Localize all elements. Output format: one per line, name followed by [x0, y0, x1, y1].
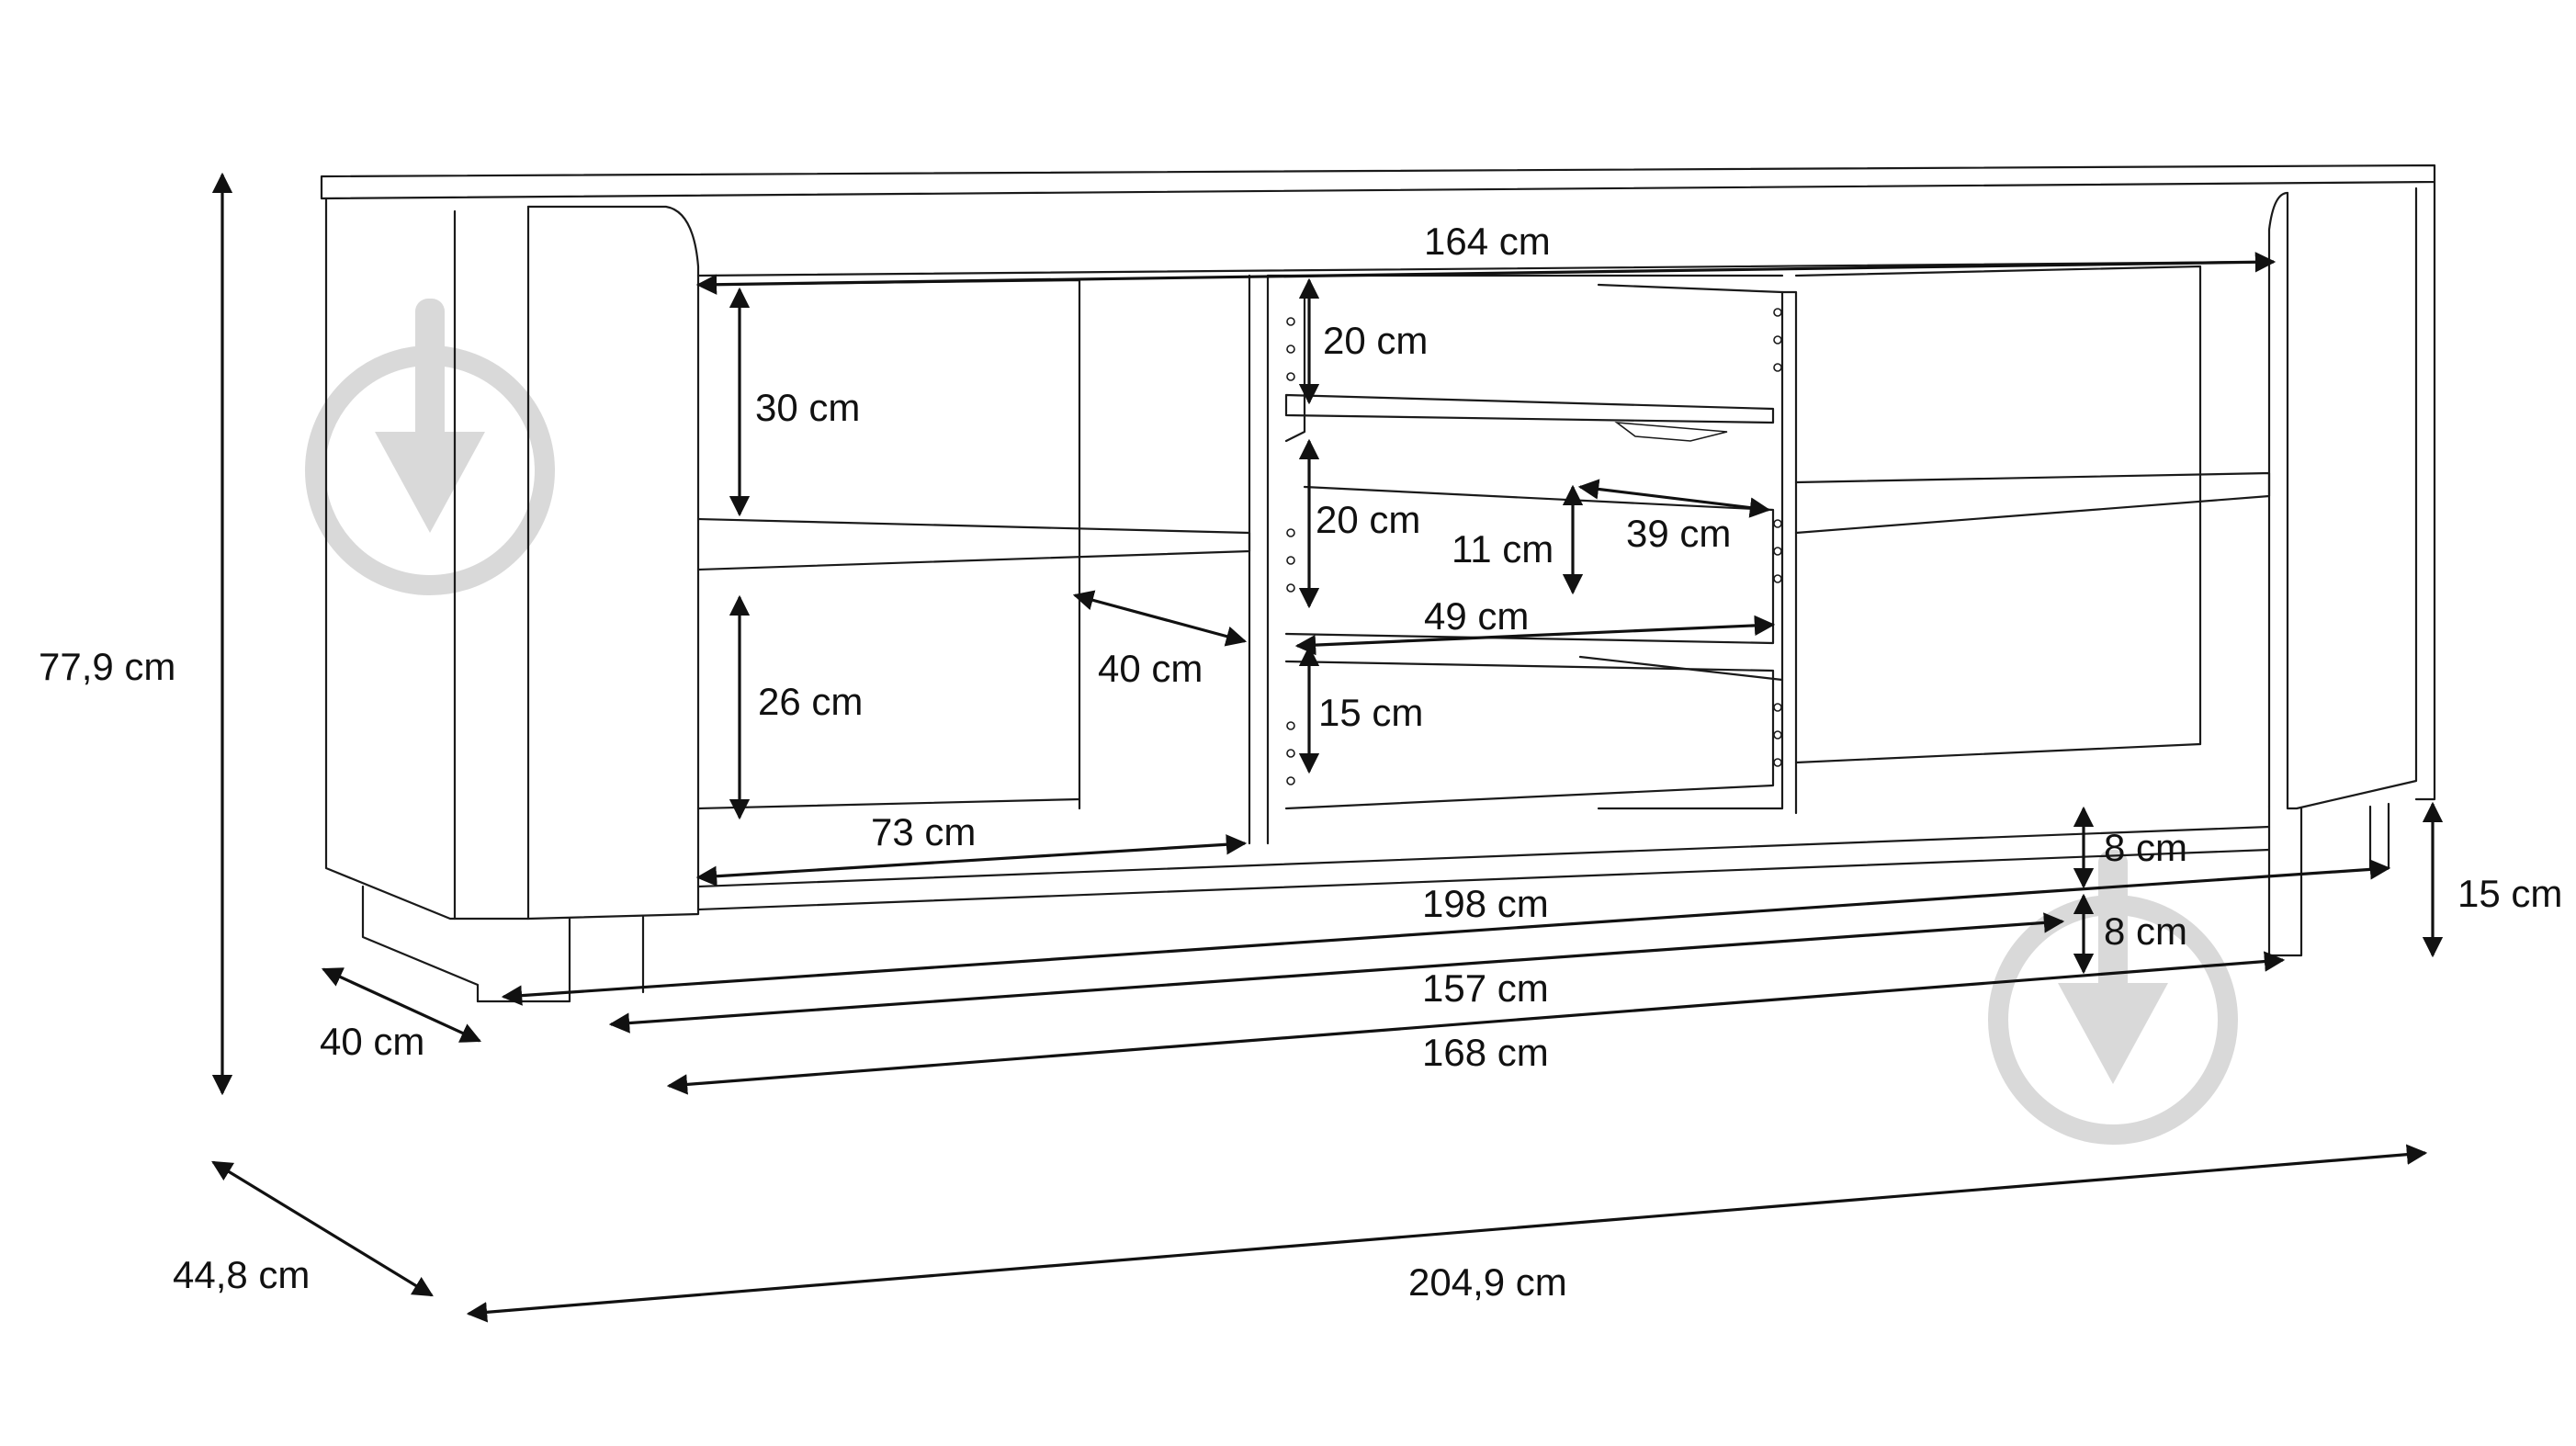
drawer-bottom-height-label: 15 cm	[1318, 691, 1423, 734]
base-depth-label: 40 cm	[320, 1020, 424, 1063]
dimension-lines	[211, 172, 2444, 1323]
inner-width-label: 164 cm	[1424, 220, 1551, 263]
total-depth-label: 44,8 cm	[173, 1253, 310, 1296]
drawer-depth-label: 39 cm	[1626, 512, 1731, 555]
dimension-labels: 77,9 cm 44,8 cm 204,9 cm 164 cm 30 cm 26…	[39, 220, 2562, 1304]
drawer-top-height-label: 20 cm	[1323, 319, 1428, 362]
total-width-label: 204,9 cm	[1408, 1260, 1567, 1304]
total-height-label: 77,9 cm	[39, 645, 175, 688]
drawer-mid-height-label: 20 cm	[1316, 498, 1420, 541]
top-shelf-height-label: 30 cm	[755, 386, 860, 429]
plinth-height-b-label: 8 cm	[2104, 909, 2187, 953]
drawer-width-label: 49 cm	[1424, 594, 1529, 638]
plinth-height-a-label: 8 cm	[2104, 826, 2187, 869]
download-watermark-icon	[305, 299, 555, 595]
shelf-width-label: 73 cm	[871, 810, 976, 853]
base-width-157-label: 157 cm	[1422, 966, 1549, 1010]
shelf-depth-label: 40 cm	[1098, 647, 1203, 690]
leg-height-label: 15 cm	[2457, 872, 2562, 915]
drawer-inner-height-label: 11 cm	[1452, 527, 1554, 570]
bottom-shelf-height-label: 26 cm	[758, 680, 863, 723]
base-width-168-label: 168 cm	[1422, 1031, 1549, 1074]
base-width-198-label: 198 cm	[1422, 882, 1549, 925]
